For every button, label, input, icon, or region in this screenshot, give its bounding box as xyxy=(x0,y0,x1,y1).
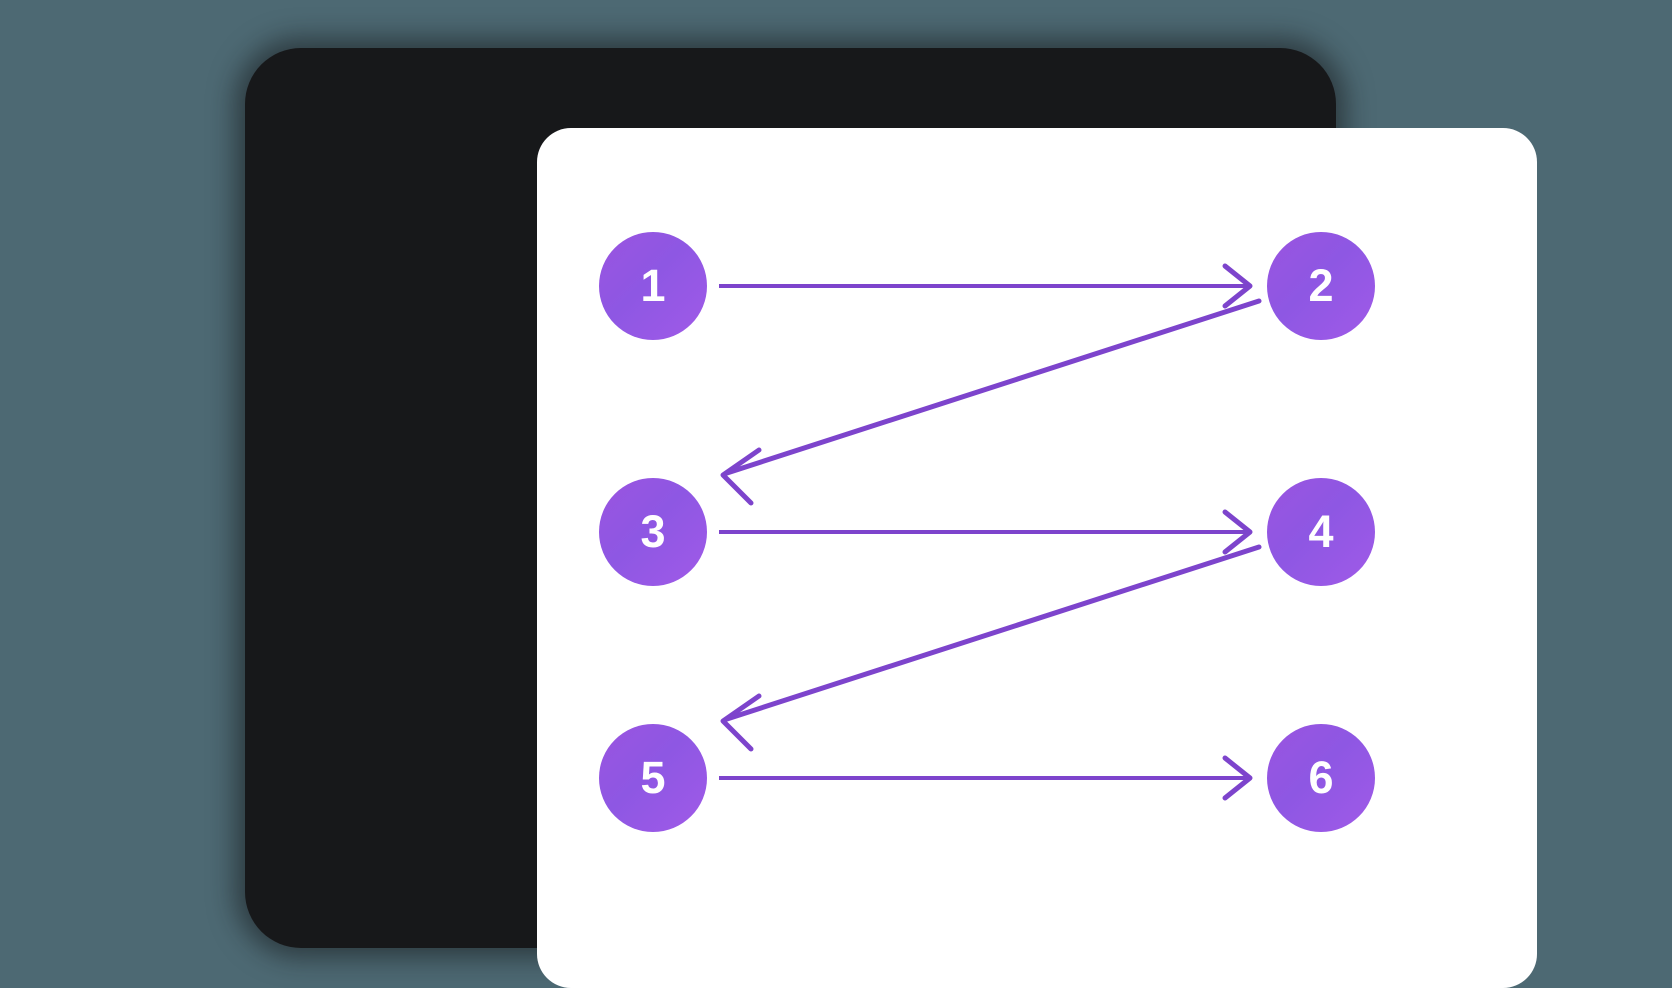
graph-node-4[interactable]: 4 xyxy=(1267,478,1375,586)
edge-3-to-4 xyxy=(719,509,1253,555)
screenshot-stage: 1 2 3 4 5 6 xyxy=(245,48,1537,988)
device-bezel: 1 2 3 4 5 6 xyxy=(245,48,1537,988)
edge-2-to-3 xyxy=(720,298,1262,506)
edge-5-to-6 xyxy=(719,755,1253,801)
graph-node-2-label: 2 xyxy=(1308,259,1334,311)
graph-node-6[interactable]: 6 xyxy=(1267,724,1375,832)
edge-1-to-2 xyxy=(719,263,1253,309)
graph-node-2[interactable]: 2 xyxy=(1267,232,1375,340)
graph-node-3-label: 3 xyxy=(640,505,666,557)
edge-4-to-5 xyxy=(720,544,1262,752)
graph-node-5[interactable]: 5 xyxy=(599,724,707,832)
graph-node-1[interactable]: 1 xyxy=(599,232,707,340)
graph-node-4-label: 4 xyxy=(1308,505,1334,557)
device-screen: 1 2 3 4 5 6 xyxy=(537,128,1537,988)
graph-node-3[interactable]: 3 xyxy=(599,478,707,586)
graph-node-6-label: 6 xyxy=(1308,751,1334,803)
graph-canvas[interactable]: 1 2 3 4 5 6 xyxy=(537,128,1537,988)
graph-node-5-label: 5 xyxy=(640,751,666,803)
graph-node-1-label: 1 xyxy=(640,259,666,311)
